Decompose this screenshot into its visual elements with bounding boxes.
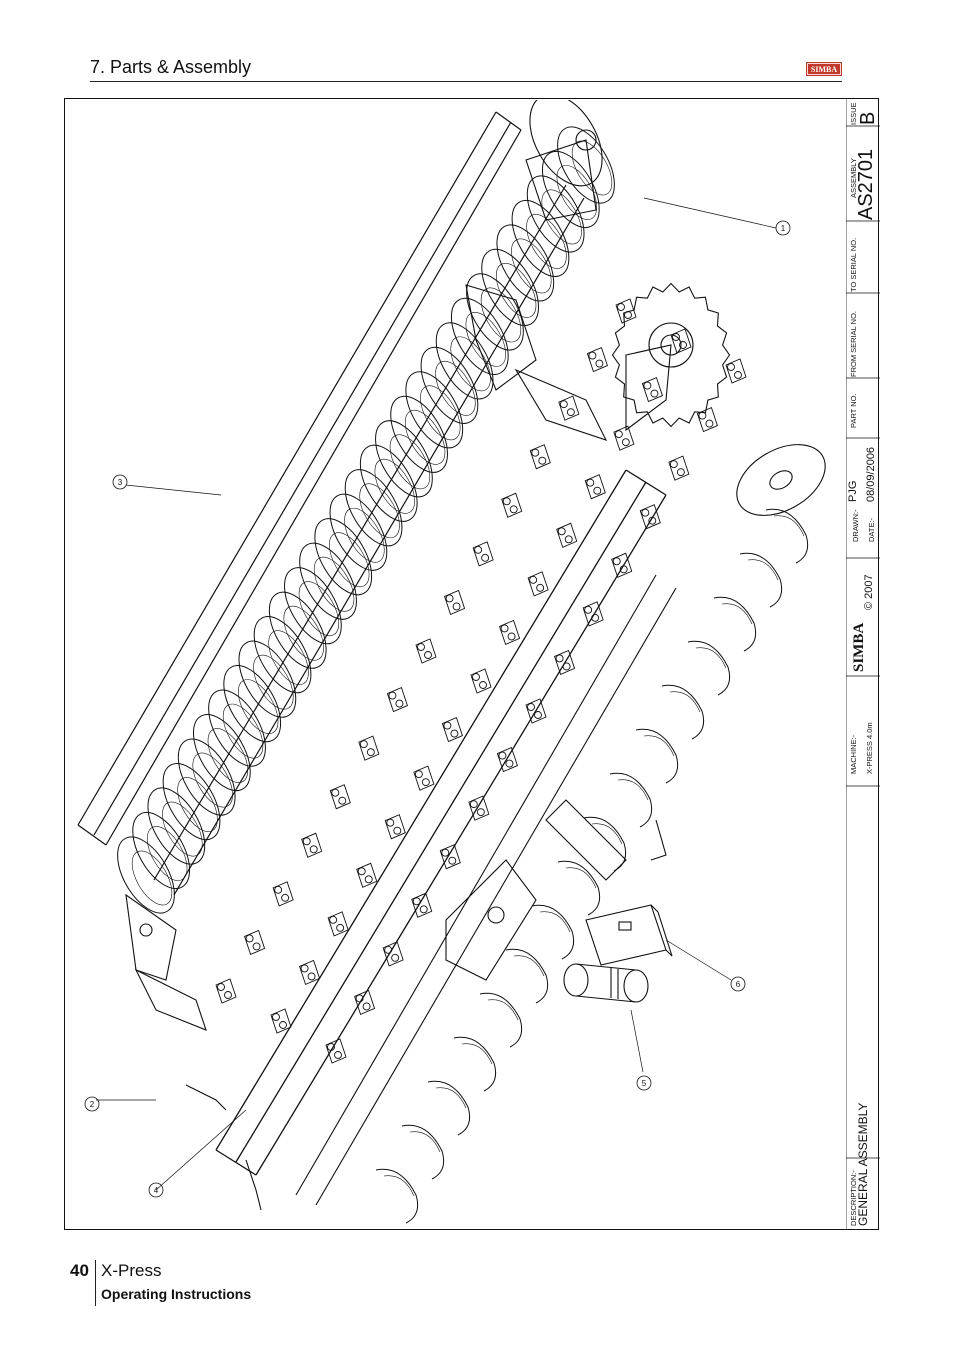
date-value: 08/09/2006 — [865, 446, 877, 502]
title-block: ISSUE B ASSEMBLY AS2701 TO SERIAL NO. FR… — [846, 98, 880, 1230]
callout-6 — [730, 976, 746, 992]
callout-6-label: 6 — [736, 980, 741, 989]
copyright: © 2007 — [863, 574, 875, 610]
machine-label: MACHINE:- — [849, 734, 858, 774]
description-value: GENERAL ASSEMBLY — [856, 1102, 870, 1226]
manual-box — [585, 904, 673, 966]
callout-4 — [148, 1182, 164, 1198]
callout-1-label: 1 — [781, 224, 786, 233]
callout-1 — [775, 220, 791, 236]
header-rule — [90, 81, 842, 82]
drawing-frame — [64, 98, 879, 1230]
footer-subtitle: Operating Instructions — [101, 1286, 252, 1302]
cylinder-part — [563, 963, 649, 1003]
tine-clamps — [215, 298, 747, 1064]
assembly-number: AS2701 — [855, 148, 877, 220]
logo-text: SIMBA — [811, 65, 837, 74]
page-number: 40 — [70, 1261, 89, 1280]
to-serial-label: TO SERIAL NO. — [849, 237, 858, 292]
tines — [375, 508, 809, 1224]
headstock — [445, 799, 667, 981]
press-roller-rings — [117, 126, 615, 914]
machine-value: X-PRESS 4.0m — [865, 722, 874, 774]
callout-5 — [636, 1075, 652, 1091]
drawn-value: PJG — [847, 480, 859, 502]
roller-frame — [77, 111, 522, 846]
footer-divider — [95, 1260, 96, 1306]
crank-handle — [185, 1084, 262, 1211]
issue-value: B — [857, 111, 879, 125]
front-disc — [611, 282, 826, 516]
callout-2 — [84, 1096, 100, 1112]
section-title: 7. Parts & Assembly — [90, 57, 252, 77]
part-no-label: PART NO. — [849, 393, 858, 428]
assembly-drawing: 1 2 3 4 5 6 — [66, 93, 846, 1228]
callout-3 — [112, 474, 128, 490]
callout-5-label: 5 — [642, 1079, 647, 1088]
roller-tie-bar — [153, 184, 585, 896]
wheel-hub — [525, 93, 603, 221]
leader-lines — [96, 197, 777, 1191]
drawn-label: DRAWN:- — [851, 509, 860, 542]
toolbar-beams — [215, 469, 667, 1176]
from-serial-label: FROM SERIAL NO. — [849, 311, 858, 377]
footer-title: X-Press — [101, 1261, 162, 1280]
callout-4-label: 4 — [154, 1186, 159, 1195]
simba-logo: SIMBA — [806, 60, 842, 78]
front-beam — [295, 574, 677, 1206]
brand-logo: SIMBA — [851, 622, 867, 672]
callout-2-label: 2 — [90, 1100, 95, 1109]
callout-3-label: 3 — [118, 478, 123, 487]
side-arms — [125, 284, 608, 1031]
date-label: DATE:- — [867, 517, 876, 542]
